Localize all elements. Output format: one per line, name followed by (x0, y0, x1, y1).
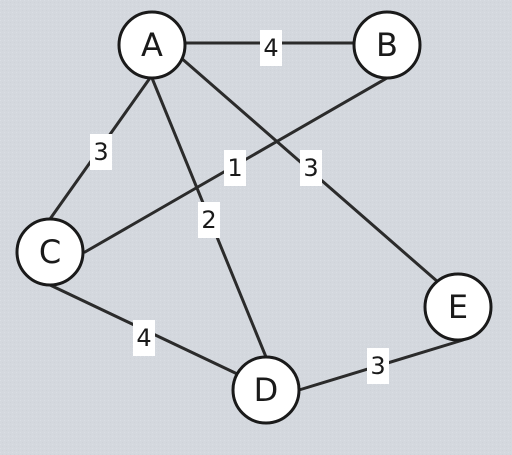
node-b: B (352, 10, 422, 80)
edge-weight-text: 1 (227, 154, 242, 182)
edge-weight-text: 4 (263, 34, 278, 62)
edge-weight-text: 3 (370, 352, 385, 380)
node-d: D (231, 355, 301, 425)
node-circle (423, 272, 493, 342)
node-label: B (376, 26, 398, 64)
edge-weight-text: 2 (201, 206, 216, 234)
node-circle (352, 10, 422, 80)
node-c: C (15, 217, 85, 287)
node-circle (15, 217, 85, 287)
edge-weight-background (198, 202, 220, 238)
edge-weight-background (224, 150, 246, 186)
edge-weight-background (260, 30, 282, 66)
node-label: C (39, 233, 61, 271)
edge-weight-a-e: 3 (300, 150, 322, 186)
edge-weight-background (367, 348, 389, 384)
edge-weight-d-e: 3 (367, 348, 389, 384)
node-a: A (117, 10, 187, 80)
edge-weight-layer: 4 3 1 3 2 4 3 (90, 30, 389, 384)
node-label: E (448, 288, 468, 326)
edge-weight-background (300, 150, 322, 186)
edge-weight-a-b: 4 (260, 30, 282, 66)
node-e: E (423, 272, 493, 342)
node-layer: A B C D E (15, 10, 493, 425)
edge-weight-text: 4 (136, 324, 151, 352)
node-label: A (141, 26, 163, 64)
edge-weight-text: 3 (303, 154, 318, 182)
node-label: D (254, 371, 279, 409)
edge-weight-a-d: 2 (198, 202, 220, 238)
node-circle (231, 355, 301, 425)
edge-weight-c-d: 4 (133, 320, 155, 356)
edge-weight-a-c: 3 (90, 134, 112, 170)
edge-weight-b-c: 1 (224, 150, 246, 186)
edge-weight-background (90, 134, 112, 170)
node-circle (117, 10, 187, 80)
edge-weight-background (133, 320, 155, 356)
edge-weight-text: 3 (93, 138, 108, 166)
